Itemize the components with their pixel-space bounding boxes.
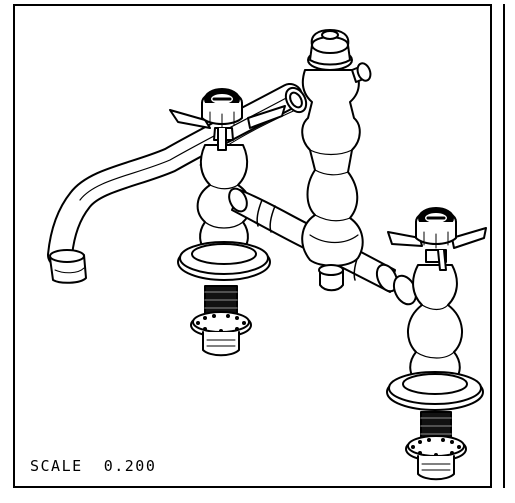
sheet-edge-line (503, 4, 505, 488)
drawing-border (13, 4, 492, 488)
right-shank (405, 411, 467, 481)
spout (47, 83, 308, 284)
scale-value: 0.200 (103, 457, 157, 475)
center-column (301, 29, 372, 292)
scale-label: SCALE (30, 457, 83, 475)
left-tap (169, 88, 286, 281)
left-shank (190, 285, 252, 357)
scale-note: SCALE 0.200 (30, 457, 156, 475)
right-tap (386, 207, 487, 411)
